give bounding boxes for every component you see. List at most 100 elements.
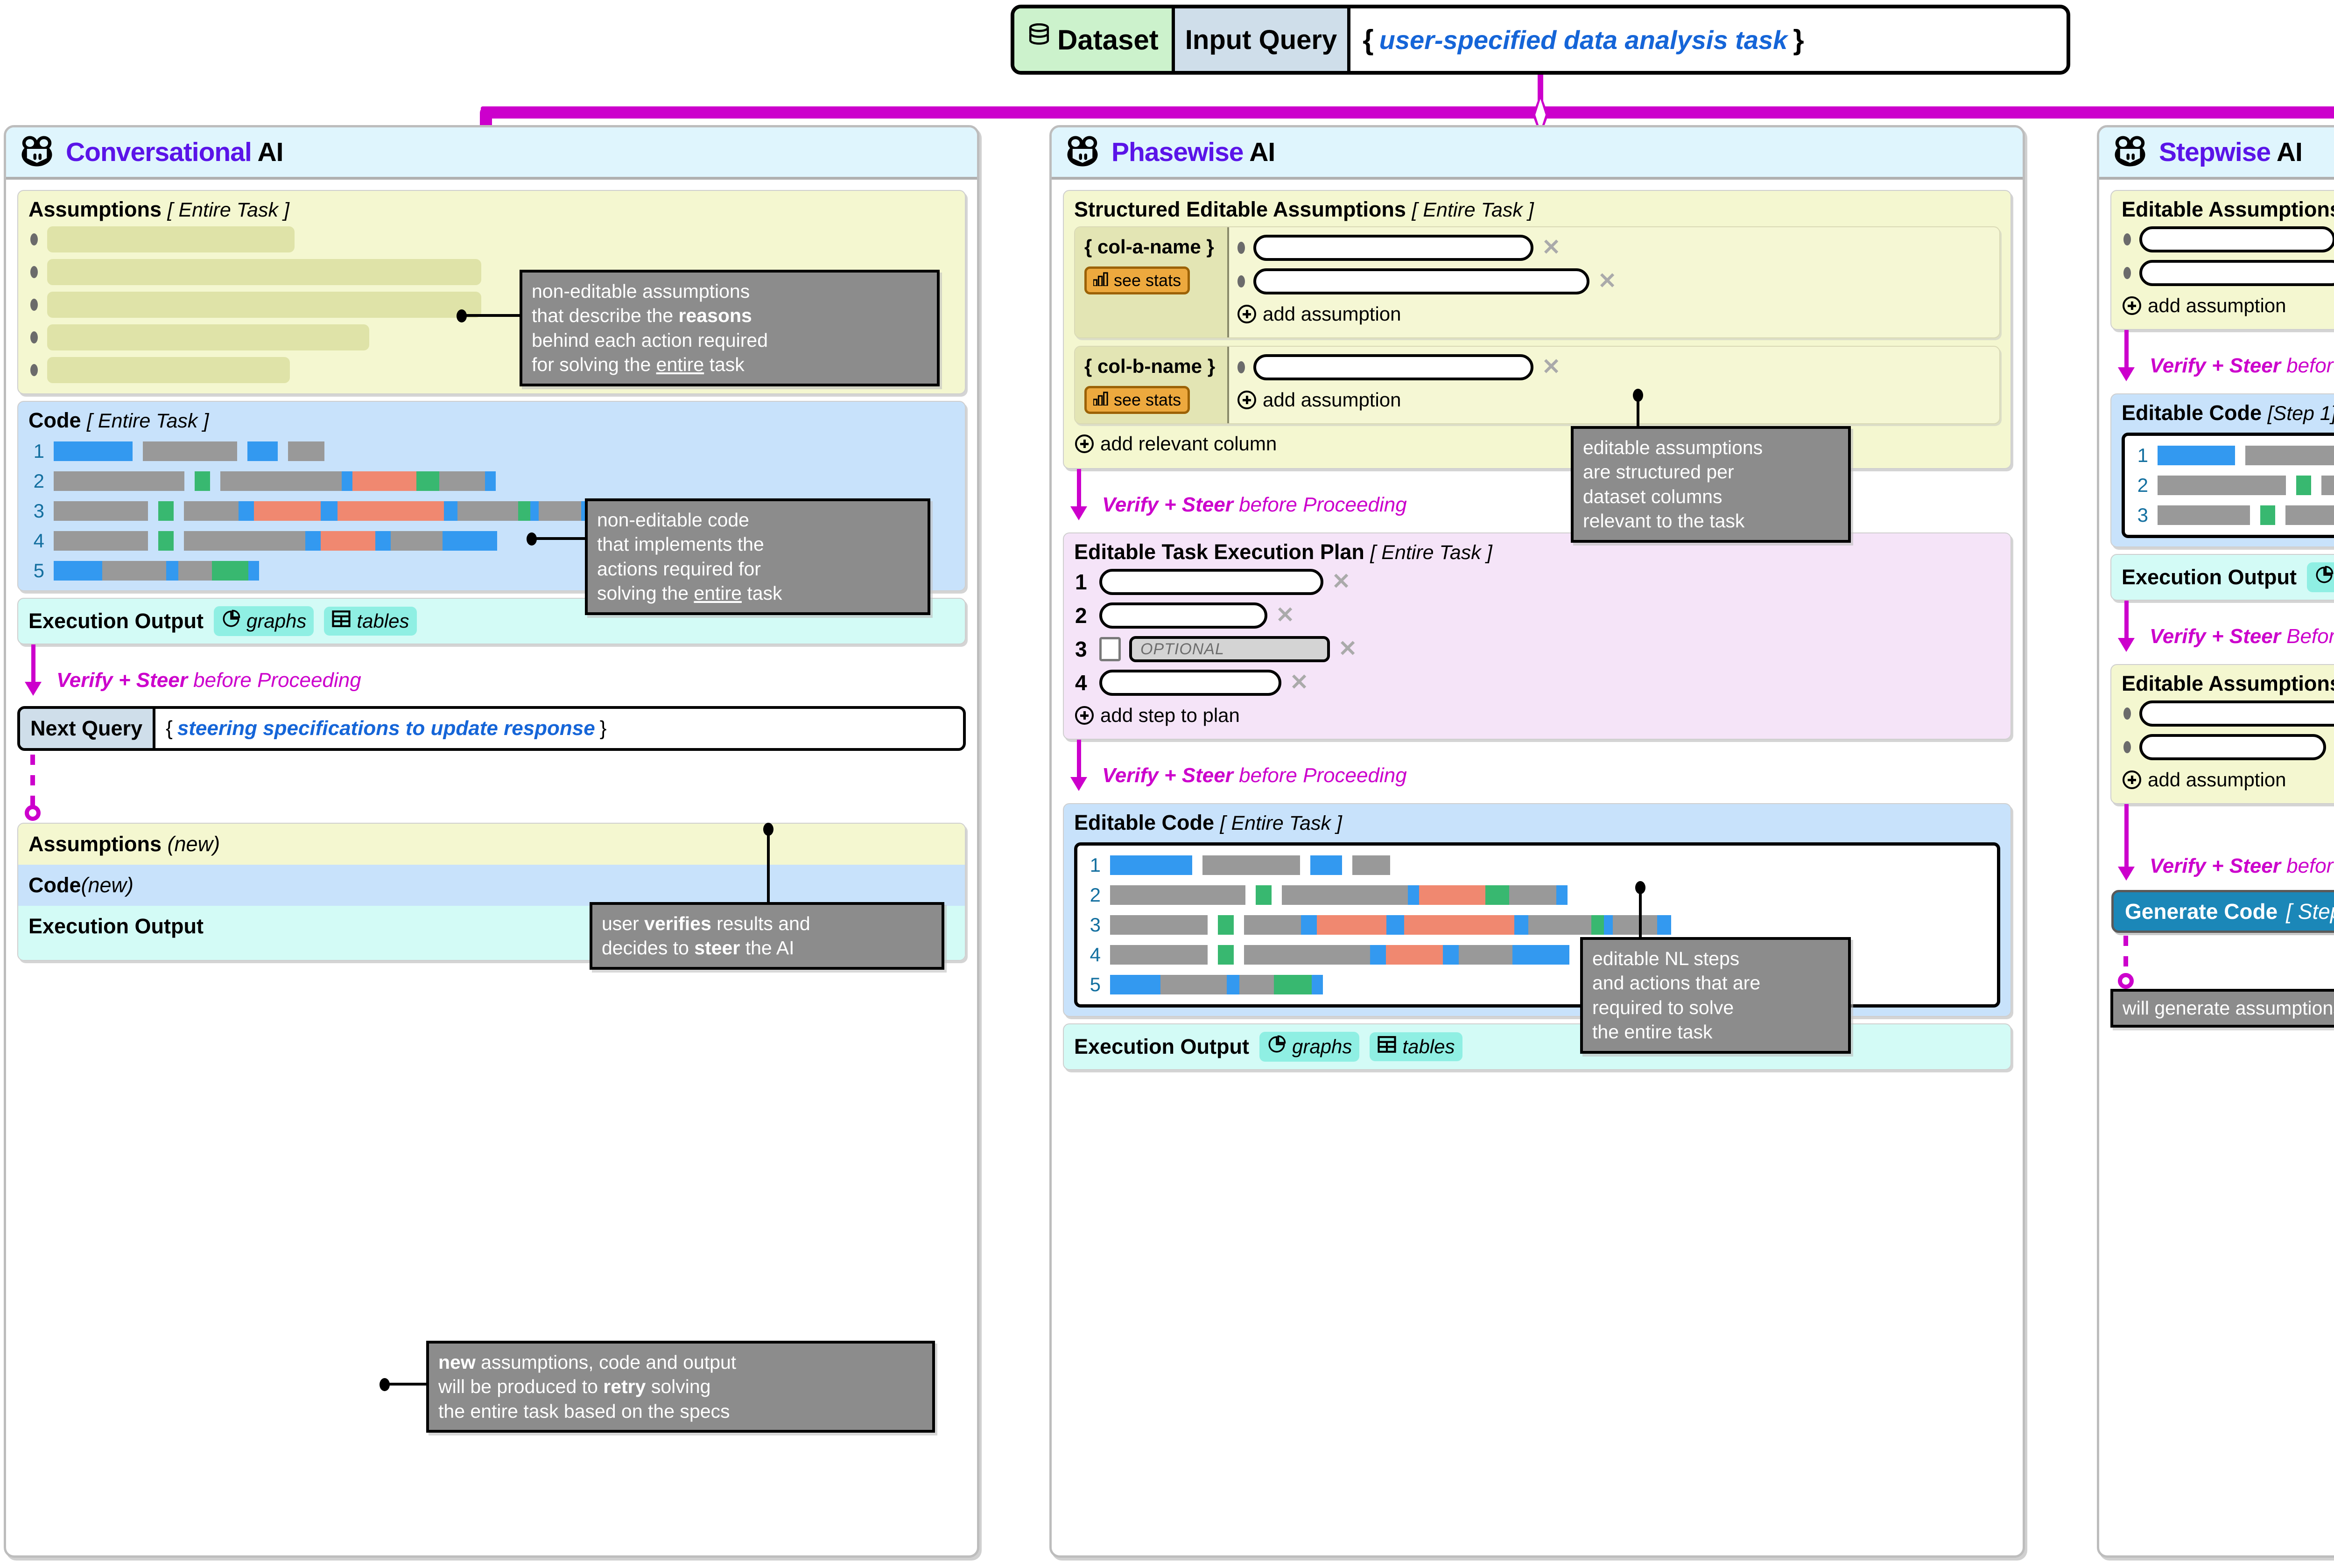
add-assumption-button[interactable]: add assumption [1236, 302, 1993, 333]
see-stats-button[interactable]: see stats [1084, 386, 1190, 414]
tooltip-line: relevant to the task [1583, 510, 1745, 532]
code-token [143, 441, 237, 461]
graphs-chip[interactable]: graphs [1259, 1032, 1360, 1062]
code-token [2275, 505, 2285, 525]
tables-label: tables [357, 610, 409, 632]
assumption-input[interactable] [1253, 268, 1589, 294]
next-query-placeholder: steering specifications to update respon… [177, 717, 595, 740]
generate-code-button[interactable]: Generate Code [ Step 2 ] [2111, 890, 2334, 933]
assumption-input[interactable] [2139, 260, 2334, 286]
assumption-input-row: ✕ [1236, 268, 1993, 302]
tooltip-line: the entire task [1592, 1021, 1713, 1043]
add-assumption-button[interactable]: add assumption [1236, 388, 1993, 419]
generate-code-step: [ Step 2 ] [2286, 899, 2334, 924]
add-assumption-label: add assumption [2148, 294, 2286, 316]
bullet-icon [2123, 267, 2131, 279]
code-token-strip [1110, 975, 1323, 994]
generate-loop-endpoint-icon [2118, 973, 2134, 989]
remove-step-button[interactable]: ✕ [1332, 569, 1351, 594]
code-token-strip [54, 501, 595, 521]
graphs-chip[interactable]: graphs [2307, 562, 2334, 592]
code-token [210, 471, 220, 491]
code-token [195, 471, 210, 491]
plan-step-input[interactable] [1099, 670, 1281, 696]
tables-chip[interactable]: tables [324, 607, 417, 636]
code-token [352, 471, 416, 491]
code-token [2286, 476, 2296, 495]
add-assumption-button[interactable]: add assumption [2111, 294, 2334, 324]
optional-step-checkbox[interactable] [1099, 637, 1121, 661]
assumptions-step1-card: Editable Assumptions [ Step 1 ] ✕ ✕ add … [2110, 190, 2334, 330]
remove-assumption-button[interactable]: ✕ [1542, 235, 1561, 260]
task-input[interactable]: { user-specified data analysis task } [1350, 8, 1816, 71]
code-token-strip [2158, 476, 2334, 495]
remove-step-button[interactable]: ✕ [1290, 670, 1309, 695]
assumptions-step2-card: Editable Assumptions [ Step 2 ] ✕ ✕ add … [2110, 664, 2334, 804]
code-token [305, 531, 321, 551]
plan-step-row: 1 ✕ [1064, 569, 2011, 602]
plus-circle-icon [1075, 706, 1094, 725]
tables-chip[interactable]: tables [1370, 1032, 1462, 1061]
plan-step-input[interactable] [1099, 602, 1267, 629]
optional-step-input[interactable]: OPTIONAL [1129, 636, 1330, 662]
remove-assumption-button[interactable]: ✕ [1542, 355, 1561, 379]
generate-code-row: Generate Code [ Step 2 ] [2110, 890, 2334, 933]
verify-steer-arrow-icon [1070, 777, 1087, 791]
verify-steer-text: Verify + Steer before Proceeding [1102, 764, 1407, 787]
input-query-chip[interactable]: Input Query [1174, 8, 1351, 71]
assumption-input[interactable] [2139, 226, 2334, 252]
verify-steer-rest: before Proceeding [187, 669, 361, 692]
task-execution-plan-card: Editable Task Execution Plan [ Entire Ta… [1063, 532, 2011, 740]
graphs-chip[interactable]: graphs [214, 606, 314, 636]
add-assumption-button[interactable]: add assumption [2111, 768, 2334, 798]
plus-circle-icon [2123, 770, 2141, 789]
column-meta: { col-b-name } see stats [1075, 347, 1229, 423]
code-token [239, 501, 254, 521]
plan-step-input[interactable] [1099, 569, 1323, 595]
code-line: 1 [2132, 444, 2334, 467]
verify-steer-line [1077, 469, 1081, 514]
next-query-input[interactable]: { steering specifications to update resp… [155, 709, 617, 748]
plan-step-number: 1 [1075, 570, 1087, 594]
tooltip-code: non-editable code that implements the ac… [585, 498, 930, 615]
assumption-input-row: ✕ [1236, 235, 1993, 268]
add-relevant-column-button[interactable]: add relevant column [1064, 432, 2011, 462]
verify-steer-text: Verify + Steer before Proceeding [1102, 493, 1407, 516]
assumption-input[interactable] [2139, 700, 2334, 727]
retry-dotted-line [30, 755, 35, 806]
column-group-b: { col-b-name } see stats ✕ [1074, 346, 2000, 424]
dataset-chip[interactable]: Dataset [1014, 8, 1175, 71]
add-assumption-label: add assumption [1263, 303, 1401, 325]
remove-step-button[interactable]: ✕ [1276, 603, 1295, 628]
code-token [54, 531, 148, 551]
code-token [1208, 915, 1218, 935]
leader-line-vertical [1639, 888, 1642, 939]
assumption-input[interactable] [1253, 354, 1533, 380]
code-token [1604, 915, 1613, 935]
code-token [337, 501, 444, 521]
assumption-input[interactable] [1253, 235, 1533, 261]
assumption-input[interactable] [2139, 734, 2326, 760]
tooltip-line: non-editable code [597, 509, 749, 531]
code-token [1160, 975, 1227, 994]
code-token [212, 561, 248, 581]
code-token-strip [54, 471, 496, 491]
leader-line [389, 1383, 426, 1386]
next-query-bar[interactable]: Next Query { steering specifications to … [17, 706, 966, 751]
see-stats-button[interactable]: see stats [1084, 266, 1190, 294]
remove-assumption-button[interactable]: ✕ [1598, 269, 1617, 294]
remove-step-button[interactable]: ✕ [1338, 637, 1357, 661]
next-query-label: Next Query [20, 709, 156, 748]
code-token [1528, 915, 1591, 935]
assumption-placeholder [47, 226, 295, 252]
add-step-button[interactable]: add step to plan [1064, 703, 2011, 734]
add-assumption-label: add assumption [1263, 389, 1401, 411]
tooltip-line: for solving the entire task [532, 354, 745, 376]
code-token [288, 441, 324, 461]
